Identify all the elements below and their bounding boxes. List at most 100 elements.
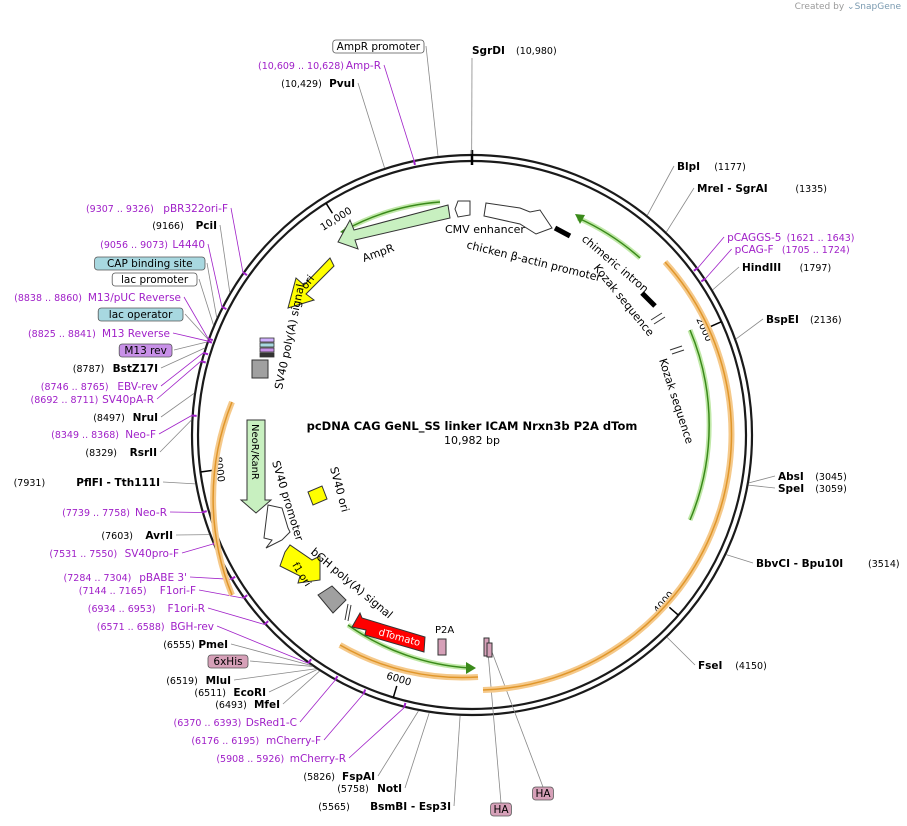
site-label-sv40par[interactable]: SV40pA-R(8692 .. 8711) — [31, 394, 154, 406]
site-label-fsei[interactable]: FseI(4150) — [698, 660, 767, 672]
site-label-f1orir[interactable]: F1ori-R(6934 .. 6953) — [88, 603, 205, 615]
site-label-noti[interactable]: NotI(5758) — [337, 783, 402, 795]
site-label-ha1[interactable]: HA — [532, 786, 554, 801]
bgh-marker — [344, 603, 349, 621]
site-coordinate: (6555) — [163, 640, 195, 651]
site-coordinate: (9056 .. 9073) — [100, 240, 168, 251]
site-name: EcoRI — [233, 687, 266, 699]
site-name: SV40pA-R — [102, 394, 154, 406]
bgh-label: bGH poly(A) signal — [308, 545, 395, 621]
site-label-l4440[interactable]: L4440(9056 .. 9073) — [100, 239, 205, 251]
site-label-neor[interactable]: Neo-R(7739 .. 7758) — [62, 507, 167, 519]
site-label-sgrdi[interactable]: SgrDI(10,980) — [472, 45, 557, 57]
feature-tag-box — [490, 802, 512, 817]
site-label-lac-promoter[interactable]: lac promoter — [111, 272, 198, 287]
label-leader-line — [160, 347, 205, 369]
site-label-pcii[interactable]: PciI(9166) — [152, 220, 217, 232]
sv40pa-stack-3 — [259, 347, 275, 353]
site-coordinate: (6571 .. 6588) — [97, 622, 165, 633]
site-label-m13rev-primer[interactable]: M13 Reverse(8825 .. 8841) — [28, 328, 170, 340]
site-name: PmeI — [198, 639, 228, 651]
site-label-mlui[interactable]: MluI(6519) — [166, 675, 231, 687]
label-leader-line — [169, 511, 202, 513]
site-label-lac-operator[interactable]: lac operator — [97, 307, 184, 322]
site-coordinate: (10,429) — [281, 79, 322, 90]
site-label-mcherryf[interactable]: mCherry-F(6176 .. 6195) — [191, 735, 321, 747]
site-label-hindiii[interactable]: HindIII(1797) — [742, 262, 831, 274]
primer-site-mark — [230, 575, 236, 581]
site-label-mrei[interactable]: MreI - SgrAI(1335) — [697, 183, 827, 195]
label-leader-line — [705, 248, 732, 279]
site-label-absi[interactable]: AbsI(3045) — [778, 471, 847, 483]
site-name: Neo-F — [125, 429, 156, 441]
label-leader-line — [159, 419, 192, 453]
intron-arrowhead — [575, 214, 585, 224]
plasmid-length: 10,982 bp — [444, 434, 500, 447]
label-leader-line — [158, 415, 192, 435]
site-label-sv40prof[interactable]: SV40pro-F(7531 .. 7550) — [49, 548, 179, 560]
site-name: M13 Reverse — [102, 328, 170, 340]
site-label-nrui[interactable]: NruI (8497) — [93, 412, 158, 424]
site-label-m13rev-box[interactable]: M13 rev — [118, 343, 173, 358]
site-label-bspei[interactable]: BspEI(2136) — [766, 314, 842, 326]
site-name: MreI - SgrAI — [697, 183, 768, 195]
site-label-bbvci[interactable]: BbvCI - Bpu10I(3514) — [756, 558, 900, 570]
snapgene-logo-icon: ⌄ — [847, 2, 855, 12]
site-label-spei[interactable]: SpeI(3059) — [778, 483, 847, 495]
site-coordinate: (6493) — [215, 700, 247, 711]
site-label-ebvrev[interactable]: EBV-rev(8746 .. 8765) — [41, 381, 158, 393]
site-label-avrii[interactable]: AvrII(7603) — [101, 530, 173, 542]
site-label-ampr-primer[interactable]: Amp-R(10,609 .. 10,628) — [258, 60, 381, 72]
site-label-dsred1c[interactable]: DsRed1-C(6370 .. 6393) — [174, 717, 297, 729]
site-label-bghrev[interactable]: BGH-rev (6571 .. 6588) — [97, 621, 214, 633]
label-leader-line — [173, 341, 207, 351]
site-name: BsmBI - Esp3I — [370, 801, 451, 813]
site-name: BGH-rev — [170, 621, 214, 633]
label-leader-line — [172, 332, 208, 342]
site-label-fspai[interactable]: FspAI(5826) — [303, 771, 375, 783]
site-label-pvui[interactable]: PvuI(10,429) — [281, 78, 355, 90]
site-name: Amp-R — [346, 60, 381, 72]
primer-site-mark — [242, 271, 248, 276]
feature-tag-text: CAP binding site — [107, 258, 193, 270]
site-label-f1orif[interactable]: F1ori-F(7144 .. 7165) — [79, 585, 196, 597]
site-label-cap-site[interactable]: CAP binding site — [94, 256, 206, 271]
site-coordinate: (7144 .. 7165) — [79, 586, 147, 597]
kozak-double-line-2b — [671, 349, 685, 355]
intron-mark — [553, 225, 572, 239]
site-label-rsrii[interactable]: RsrII(8329) — [85, 447, 157, 459]
site-label-bsmbi[interactable]: BsmBI - Esp3I(5565) — [318, 801, 451, 813]
site-coordinate: (3059) — [815, 484, 847, 495]
site-label-ecori[interactable]: EcoRI(6511) — [194, 687, 266, 699]
site-label-neof[interactable]: Neo-F (8349 .. 8368) — [51, 429, 156, 441]
site-label-mcherryr[interactable]: mCherry-R(5908 .. 5926) — [216, 753, 346, 765]
orange-range-left-core — [212, 401, 233, 596]
site-coordinate: (8349 .. 8368) — [51, 430, 119, 441]
label-leader-line — [230, 643, 312, 666]
feature-tag-box — [532, 786, 554, 801]
site-label-pbabe3[interactable]: pBABE 3'(7284 .. 7304) — [64, 572, 187, 584]
feature-tag-text: lac operator — [109, 309, 173, 321]
site-label-bstz17i[interactable]: BstZ17I(8787) — [73, 363, 158, 375]
label-leader-line — [207, 243, 223, 307]
feature-tag-box — [94, 256, 206, 271]
site-label-pmei[interactable]: PmeI(6555) — [163, 639, 228, 651]
site-name: PciI — [196, 220, 217, 232]
site-coordinate: (8497) — [93, 413, 125, 424]
site-label-blpi[interactable]: BlpI(1177) — [677, 161, 746, 173]
green-arc-right-core — [689, 329, 710, 521]
site-label-6xhis[interactable]: 6xHis — [207, 654, 249, 669]
site-name: NruI — [133, 412, 158, 424]
bgh-block — [317, 585, 347, 614]
site-label-ha2[interactable]: HA — [490, 802, 512, 817]
site-label-pcagf[interactable]: pCAG-F(1705 .. 1724) — [735, 244, 850, 256]
site-name: BlpI — [677, 161, 700, 173]
site-label-pbr322ori[interactable]: pBR322ori-F(9307 .. 9326) — [86, 203, 228, 215]
site-label-mfei[interactable]: MfeI(6493) — [215, 699, 280, 711]
site-label-ampr-promoter[interactable]: AmpR promoter — [332, 39, 425, 54]
site-label-m13puc[interactable]: M13/pUC Reverse(8838 .. 8860) — [14, 292, 181, 304]
primer-site-mark — [693, 267, 699, 272]
site-coordinate: (6370 .. 6393) — [174, 718, 242, 729]
site-label-pcaggs5[interactable]: pCAGGS-5(1621 .. 1643) — [727, 232, 854, 244]
site-label-pflfi[interactable]: PflFI - Tth111I(7931) — [14, 477, 160, 489]
